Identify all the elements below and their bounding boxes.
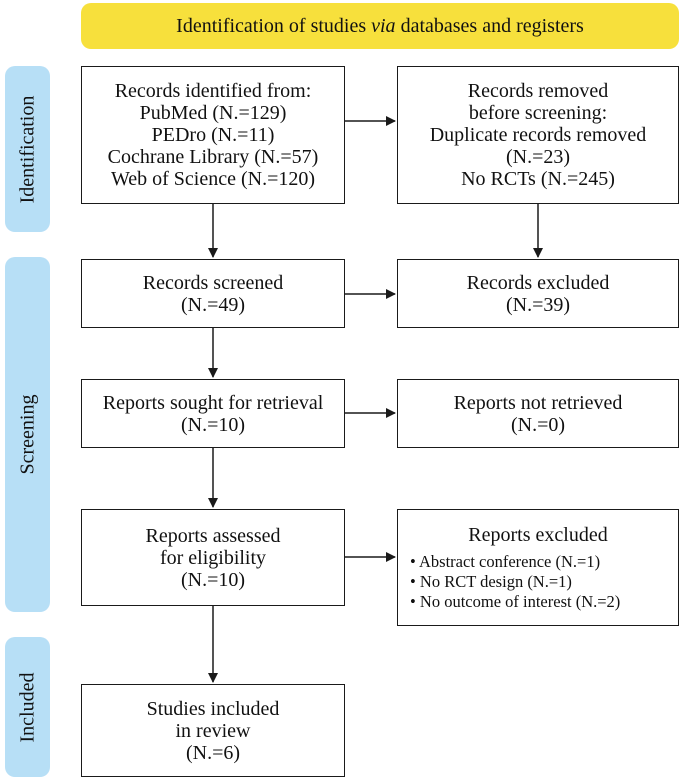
reports-excluded-item: No outcome of interest (N.=2)	[410, 592, 620, 612]
reports-excluded-item: No RCT design (N.=1)	[410, 572, 620, 592]
box-records-excluded: Records excluded (N.=39)	[397, 259, 679, 328]
removed-line: No RCTs (N.=245)	[461, 168, 615, 190]
box-reports-sought: Reports sought for retrieval (N.=10)	[81, 379, 345, 448]
included-line: (N.=6)	[185, 741, 241, 764]
reports-excluded-list: Abstract conference (N.=1) No RCT design…	[398, 552, 620, 612]
assessed-line: for eligibility	[159, 546, 267, 569]
screened-line: Records screened	[142, 271, 284, 294]
flow-header: Identification of studies via databases …	[81, 3, 679, 49]
box-studies-included: Studies included in review (N.=6)	[81, 684, 345, 777]
assessed-line: Reports assessed	[145, 524, 281, 547]
box-records-screened: Records screened (N.=49)	[81, 259, 345, 328]
sought-line: Reports sought for retrieval	[102, 391, 324, 414]
sought-line: (N.=10)	[180, 413, 246, 436]
box-reports-not-retrieved: Reports not retrieved (N.=0)	[397, 379, 679, 448]
not-retrieved-line: Reports not retrieved	[453, 391, 623, 414]
identified-line: PEDro (N.=11)	[151, 124, 275, 146]
included-line: Studies included	[146, 697, 280, 720]
assessed-line: (N.=10)	[180, 568, 246, 591]
phase-identification: Identification	[5, 66, 50, 232]
reports-excluded-title: Reports excluded	[468, 523, 608, 546]
phase-screening: Screening	[5, 257, 50, 612]
screened-line: (N.=49)	[180, 293, 246, 316]
identified-line: Cochrane Library (N.=57)	[107, 146, 319, 168]
not-retrieved-line: (N.=0)	[510, 413, 566, 436]
header-text-pre: Identification of studies	[176, 14, 367, 37]
box-records-removed: Records removed before screening: Duplic…	[397, 66, 679, 204]
box-reports-assessed: Reports assessed for eligibility (N.=10)	[81, 509, 345, 606]
phase-included: Included	[5, 637, 50, 777]
identified-line: Web of Science (N.=120)	[110, 168, 316, 190]
included-line: in review	[175, 719, 251, 742]
excluded-line: (N.=39)	[505, 293, 571, 316]
excluded-line: Records excluded	[466, 271, 610, 294]
removed-line: before screening:	[468, 102, 608, 124]
removed-line: (N.=23)	[505, 146, 571, 168]
header-text-post: databases and registers	[400, 14, 584, 37]
reports-excluded-item: Abstract conference (N.=1)	[410, 552, 620, 572]
removed-line: Duplicate records removed	[429, 124, 647, 146]
identified-line: PubMed (N.=129)	[139, 102, 287, 124]
identified-title: Records identified from:	[114, 80, 312, 102]
box-records-identified: Records identified from: PubMed (N.=129)…	[81, 66, 345, 204]
box-reports-excluded: Reports excluded Abstract conference (N.…	[397, 509, 679, 626]
removed-line: Records removed	[467, 80, 609, 102]
header-text-em: via	[371, 14, 396, 37]
